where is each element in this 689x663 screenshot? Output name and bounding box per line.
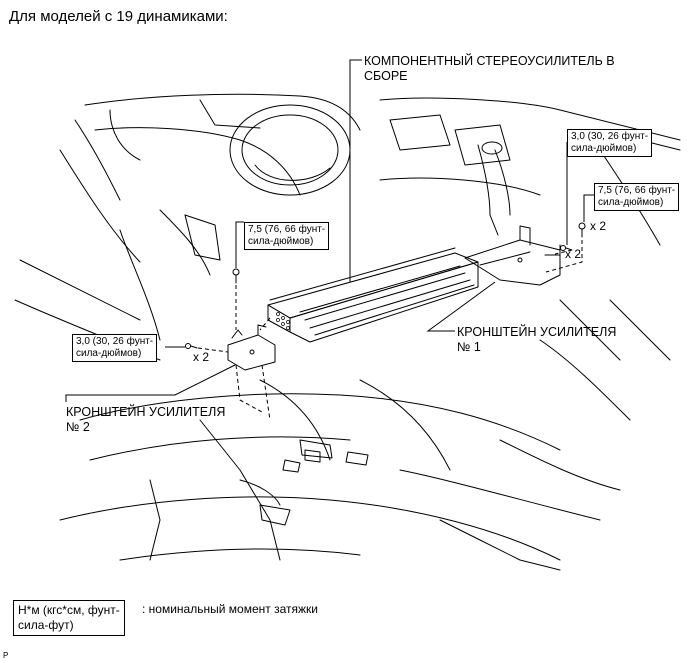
legend-description: : номинальный момент затяжки: [142, 602, 318, 616]
amplifier-callout: КОМПОНЕНТНЫЙ СТЕРЕОУСИЛИТЕЛЬ В СБОРЕ: [364, 54, 615, 83]
dashboard-outline: [59, 93, 361, 263]
torque-spec-center: 7,5 (76, 66 фунт- сила-дюймов): [244, 222, 330, 250]
bolts: [185, 222, 586, 349]
floor-and-harness: [59, 299, 671, 571]
leader-torque-right: [583, 194, 594, 222]
leader-torque-center: [235, 221, 244, 268]
bracket-2-callout: КРОНШТЕЙН УСИЛИТЕЛЯ № 2: [66, 405, 226, 434]
bracket-1-callout: КРОНШТЕЙН УСИЛИТЕЛЯ № 1: [457, 325, 617, 354]
torque-spec-top-right: 3,0 (30, 26 фунт- сила-дюймов): [567, 129, 653, 157]
leader-bracket2: [65, 364, 236, 402]
legend-torque-unit-box: Н*м (кгс*см, фунт- сила-фут): [13, 600, 125, 636]
torque-spec-right: 7,5 (76, 66 фунт- сила-дюймов): [594, 183, 680, 211]
bracket-1-drawing: [464, 225, 561, 286]
quantity-right-upper: x 2: [590, 219, 607, 233]
amplifier-drawing: [267, 247, 479, 343]
steering-wheel: [229, 104, 351, 196]
quantity-left: x 2: [193, 350, 210, 364]
center-console: [379, 97, 681, 246]
leader-amplifier: [349, 59, 362, 282]
leader-bracket1: [426, 281, 496, 332]
bracket-2-drawing: [227, 324, 276, 371]
torque-spec-left: 3,0 (30, 26 фунт- сила-дюймов): [72, 334, 158, 362]
quantity-right-lower: x 2: [565, 247, 582, 261]
corner-mark: P: [3, 651, 9, 660]
page-heading: Для моделей с 19 динамиками:: [9, 8, 228, 25]
